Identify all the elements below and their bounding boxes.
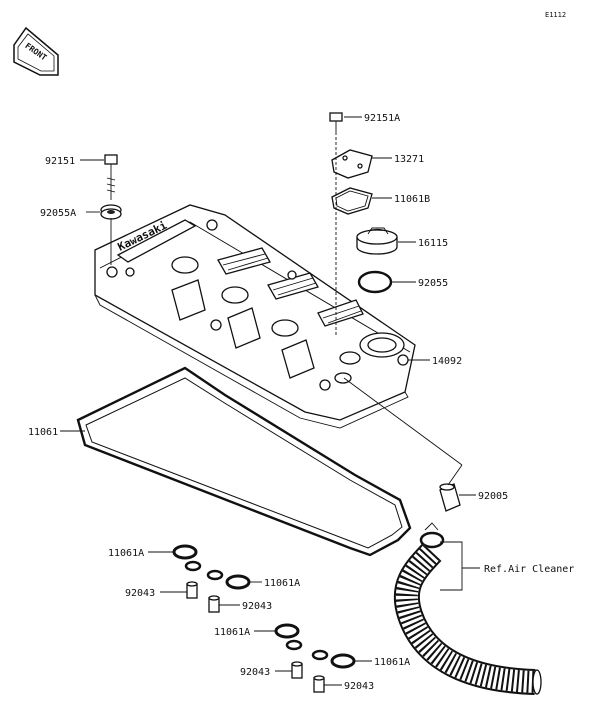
label-92151: 92151 bbox=[45, 156, 75, 167]
gasket-11061 bbox=[76, 366, 412, 557]
label-92043-1: 92043 bbox=[125, 588, 155, 599]
hose-clamp bbox=[419, 522, 445, 549]
fitting-92005 bbox=[439, 483, 461, 512]
leader-lines bbox=[60, 116, 480, 686]
label-13271: 13271 bbox=[394, 154, 424, 165]
collar-92043-2 bbox=[208, 595, 220, 613]
seal-ring-11061a-4 bbox=[311, 649, 356, 669]
bolt-92151 bbox=[104, 154, 118, 200]
gasket-11061b bbox=[331, 187, 373, 215]
filler-cap-16115 bbox=[356, 227, 398, 255]
bolt-92151a bbox=[329, 112, 343, 132]
collar-92043-4 bbox=[313, 675, 325, 693]
label-92055: 92055 bbox=[418, 278, 448, 289]
seal-ring-11061a-1 bbox=[172, 544, 202, 572]
plate-13271 bbox=[331, 149, 373, 179]
seal-ring-11061a-2 bbox=[206, 569, 251, 590]
breather-hose bbox=[393, 543, 542, 695]
label-92043-2: 92043 bbox=[242, 601, 272, 612]
head-cover-14092: Kawasaki bbox=[94, 204, 416, 429]
label-92055a: 92055A bbox=[40, 208, 76, 219]
diagram-code: E1112 bbox=[545, 11, 566, 19]
o-ring-92055 bbox=[357, 270, 393, 294]
front-arrow-icon: FRONT bbox=[13, 26, 59, 76]
label-16115: 16115 bbox=[418, 238, 448, 249]
collar-92043-3 bbox=[291, 661, 303, 679]
collar-92043-1 bbox=[186, 581, 198, 599]
label-11061a-1: 11061A bbox=[108, 548, 144, 559]
label-14092: 14092 bbox=[432, 356, 462, 367]
label-92043-3: 92043 bbox=[240, 667, 270, 678]
label-11061a-4: 11061A bbox=[374, 657, 410, 668]
label-11061a-2: 11061A bbox=[264, 578, 300, 589]
label-11061: 11061 bbox=[28, 427, 58, 438]
label-11061b: 11061B bbox=[394, 194, 430, 205]
label-92005: 92005 bbox=[478, 491, 508, 502]
label-92043-4: 92043 bbox=[344, 681, 374, 692]
washer-92055a bbox=[100, 204, 122, 220]
label-11061a-3: 11061A bbox=[214, 627, 250, 638]
seal-ring-11061a-3 bbox=[274, 623, 303, 651]
label-92151a: 92151A bbox=[364, 113, 400, 124]
label-ref-air-cleaner: Ref.Air Cleaner bbox=[484, 564, 574, 575]
